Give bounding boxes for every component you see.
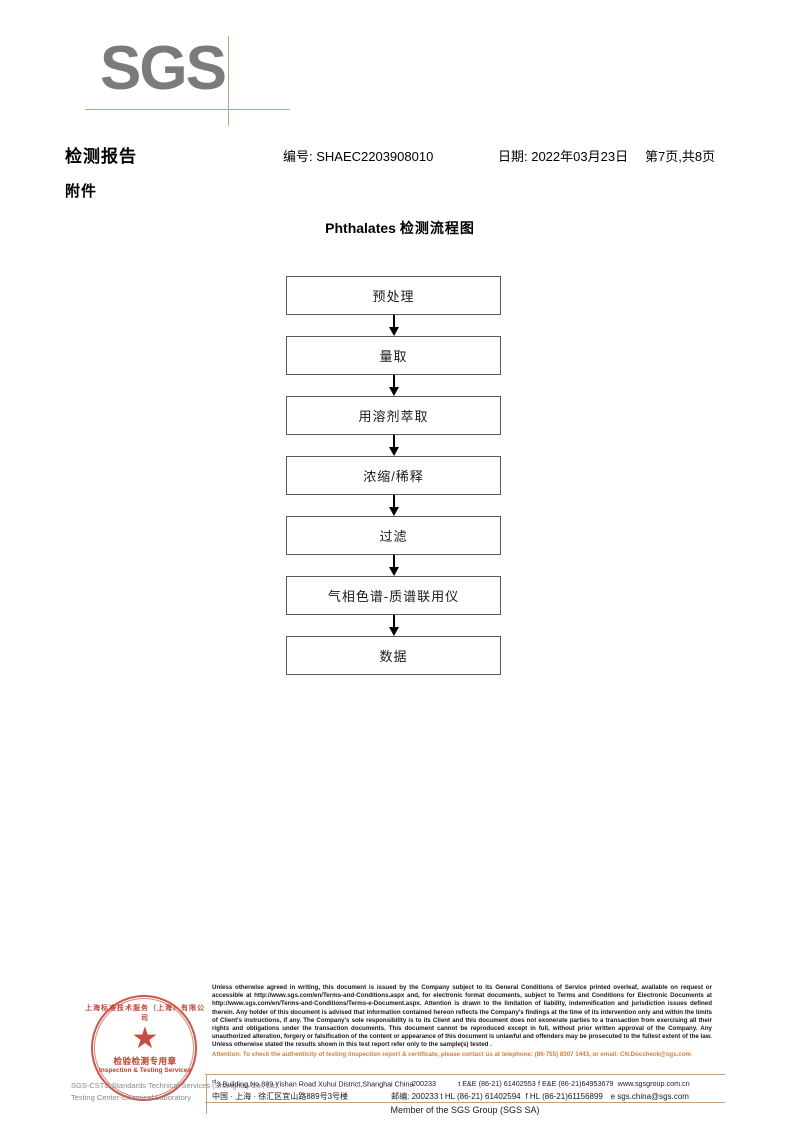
flowchart-title-en: Phthalates	[325, 220, 396, 236]
flow-node-label: 气相色谱-质谱联用仪	[327, 589, 460, 604]
flow-node-concentration-dilution: 浓缩/稀释	[286, 456, 501, 495]
address-chinese: 中国 · 上海 · 徐汇区宜山路889号3号楼	[212, 1092, 349, 1102]
company-seal-stamp: 上海标准技术服务（上海）有限公司 ★ 检验检测专用章 Inspection & …	[71, 987, 279, 1111]
seal-overlay-lab-name: Testing Center-Chemical Laboratory	[71, 1093, 192, 1102]
logo-vertical-rule	[228, 36, 229, 126]
flow-arrow-icon	[286, 375, 501, 396]
flow-arrow-icon	[286, 555, 501, 576]
document-header: 检测报告 编号: SHAEC2203908010 日期: 2022年03月23日…	[65, 144, 745, 168]
sgs-logo: SGS	[85, 34, 290, 126]
logo-horizontal-rule	[85, 109, 290, 110]
footer-rule-bottom	[205, 1102, 725, 1103]
flowchart: 预处理 量取 用溶剂萃取 浓缩/稀释 过滤 气相色谱-质谱联用仪 数据	[286, 276, 503, 675]
address-row-zh: 中国 · 上海 · 徐汇区宜山路889号3号楼 邮编: 200233 t HL …	[212, 1090, 727, 1103]
attention-notice: Attention: To check the authenticity of …	[212, 1050, 692, 1058]
flow-node-label: 用溶剂萃取	[358, 409, 429, 424]
flow-node-label: 浓缩/稀释	[363, 469, 424, 484]
flow-node-label: 量取	[379, 349, 408, 364]
flowchart-title-zh: 检测流程图	[399, 220, 475, 236]
seal-overlay-company-name: SGS-CSTC Standards Technical Services (S…	[71, 1081, 280, 1090]
footer-address-block: rd3 Building,No.889 Yishan Road Xuhui Di…	[212, 1076, 727, 1103]
member-of-group-text: Member of the SGS Group (SGS SA)	[390, 1105, 540, 1115]
flow-node-label: 预处理	[372, 289, 415, 304]
address-english: rd3 Building,No.889 Yishan Road Xuhui Di…	[212, 1076, 414, 1090]
document-footer: 上海标准技术服务（上海）有限公司 ★ 检验检测专用章 Inspection & …	[0, 975, 800, 1131]
star-icon: ★	[131, 1022, 159, 1055]
postcode-english: 200233	[412, 1079, 436, 1089]
report-date: 日期: 2022年03月23日	[498, 149, 629, 164]
seal-arc-text: 上海标准技术服务（上海）有限公司	[85, 1005, 205, 1022]
attachment-label: 附件	[65, 183, 98, 200]
flow-node-data: 数据	[286, 636, 501, 675]
flow-node-gcms: 气相色谱-质谱联用仪	[286, 576, 501, 615]
flow-node-filtration: 过滤	[286, 516, 501, 555]
page-indicator: 第7页,共8页	[645, 149, 716, 164]
telephone-hl: t HL (86-21) 61402594	[440, 1092, 521, 1102]
flow-node-label: 数据	[379, 649, 408, 664]
page-title: 检测报告	[65, 147, 137, 166]
flow-arrow-icon	[286, 615, 501, 636]
seal-english-text: Inspection & Testing Services	[99, 1067, 191, 1074]
seal-chinese-text: 检验检测专用章	[113, 1056, 177, 1066]
postcode-chinese: 邮编: 200233	[391, 1092, 439, 1102]
telephone-ee: t E&E (86-21) 61402553	[458, 1079, 536, 1089]
legal-body-text: Unless otherwise agreed in writing, this…	[212, 984, 712, 1049]
address-ordinal-suffix: rd	[212, 1079, 217, 1085]
fax-ee: f E&E (86-21)64953679	[538, 1079, 614, 1089]
footer-rule-top	[205, 1074, 725, 1075]
flow-arrow-icon	[286, 315, 501, 336]
fax-hl: f HL (86-21)61156899	[525, 1092, 603, 1102]
footer-vertical-divider	[206, 1074, 207, 1114]
flow-node-pretreatment: 预处理	[286, 276, 501, 315]
flow-node-solvent-extraction: 用溶剂萃取	[286, 396, 501, 435]
email-link[interactable]: e sgs.china@sgs.com	[610, 1092, 689, 1102]
address-row-en: rd3 Building,No.889 Yishan Road Xuhui Di…	[212, 1076, 727, 1090]
website-link[interactable]: www.sgsgroup.com.cn	[617, 1079, 690, 1089]
seal-inner-ring	[94, 998, 194, 1098]
address-english-text: 3 Building,No.889 Yishan Road Xuhui Dist…	[216, 1079, 414, 1089]
flow-arrow-icon	[286, 495, 501, 516]
sgs-logo-text: SGS	[100, 34, 227, 103]
flow-arrow-icon	[286, 435, 501, 456]
legal-disclaimer: Unless otherwise agreed in writing, this…	[212, 984, 712, 1059]
flow-node-measure: 量取	[286, 336, 501, 375]
seal-outer-ring	[91, 995, 197, 1101]
report-number: 编号: SHAEC2203908010	[283, 149, 434, 164]
flow-node-label: 过滤	[379, 529, 408, 544]
flowchart-title: Phthalates 检测流程图	[0, 218, 800, 238]
